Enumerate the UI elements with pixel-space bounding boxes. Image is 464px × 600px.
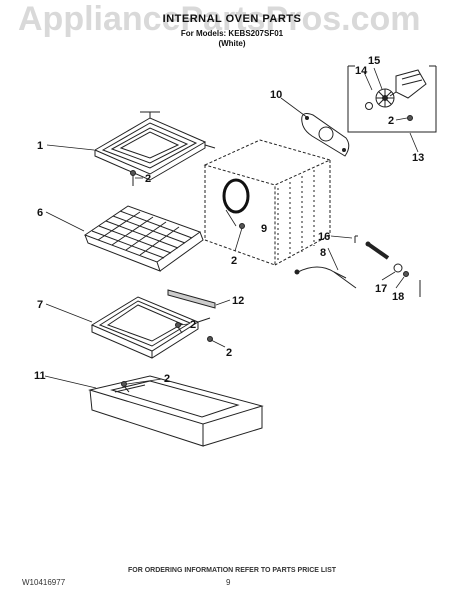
screw-11 <box>121 381 130 393</box>
fan-motor <box>389 69 427 99</box>
screw-13 <box>407 115 413 121</box>
bottom-tray <box>88 375 264 447</box>
callout-2-bake-screw: 2 <box>226 347 232 359</box>
oven-cavity <box>203 139 332 266</box>
callout-16: 16 <box>318 231 330 243</box>
watermark: AppliancePartsPros.com <box>18 0 421 38</box>
callout-numbers: 1 2 6 7 12 2 2 11 2 10 14 15 2 13 9 2 16… <box>34 55 424 385</box>
sensor-screw <box>403 271 409 277</box>
callout-1: 1 <box>37 140 43 152</box>
callout-9: 9 <box>261 223 267 235</box>
element-bracket <box>167 289 216 309</box>
callout-10: 10 <box>270 89 282 101</box>
fan-baffle <box>301 113 350 157</box>
ordering-note: FOR ORDERING INFORMATION REFER TO PARTS … <box>127 567 337 574</box>
sensor-group <box>354 235 421 297</box>
callout-2-cavity-screw: 2 <box>231 255 237 267</box>
fan-motor-group <box>347 65 437 133</box>
callout-15: 15 <box>368 55 380 67</box>
screw-cavity <box>239 223 245 229</box>
oven-rack <box>83 205 204 272</box>
callout-8: 8 <box>320 247 326 259</box>
page-title: INTERNAL OVEN PARTS <box>162 13 302 25</box>
page-number: 9 <box>226 578 231 587</box>
callout-2-broil-screw: 2 <box>145 173 151 185</box>
callout-7: 7 <box>37 299 43 311</box>
callout-6: 6 <box>37 207 43 219</box>
fan-nut <box>365 102 373 110</box>
callout-2-motor-screw: 2 <box>388 115 394 127</box>
callout-11: 11 <box>34 370 46 382</box>
document-number: W10416977 <box>22 578 66 587</box>
fan-blade <box>375 88 395 108</box>
callout-17: 17 <box>375 283 387 295</box>
screw-1 <box>130 170 136 186</box>
color-variant: (White) <box>218 39 246 48</box>
broil-element <box>93 111 216 181</box>
convection-element-ring <box>222 178 250 214</box>
bake-element <box>90 296 211 359</box>
model-line: For Models: KEBS207SF01 <box>180 29 284 38</box>
callout-12: 12 <box>232 295 244 307</box>
callout-13: 13 <box>412 152 424 164</box>
callout-14: 14 <box>355 65 368 77</box>
temperature-sensor <box>294 241 390 289</box>
leader-lines <box>44 67 419 389</box>
callout-2-tray-screw: 2 <box>164 373 170 385</box>
sensor-nut <box>393 263 403 273</box>
callout-18: 18 <box>392 291 404 303</box>
callout-2-bracket-screw: 2 <box>190 319 196 331</box>
